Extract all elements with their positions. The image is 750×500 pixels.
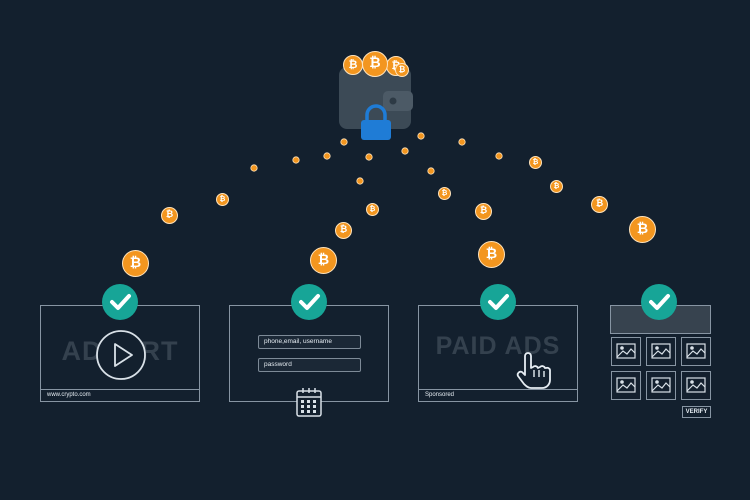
captcha-image-cell[interactable] [646,371,676,400]
image-icon [651,343,671,359]
lock-icon [361,104,391,140]
image-icon [686,343,706,359]
bitcoin-icon: ₿ [366,203,379,216]
bitcoin-icon: ₿ [438,187,451,200]
bitcoin-icon: ₿ [161,207,178,224]
bitcoin-icon: ₿ [478,241,505,268]
captcha-image-cell[interactable] [611,371,641,400]
trail-dot [458,138,466,146]
bitcoin-icon: ₿ [362,51,388,77]
trail-dot [401,147,409,155]
trail-dot [427,167,435,175]
captcha-image-cell[interactable] [646,337,676,366]
paid-ads-watermark: PAID ADS [435,332,561,360]
bitcoin-icon: ₿ [475,203,492,220]
captcha-image-cell[interactable] [611,337,641,366]
captcha-image-cell[interactable] [681,337,711,366]
play-icon[interactable] [95,329,147,381]
bitcoin-icon: ₿ [629,216,656,243]
paid-ads-panel: PAID ADS Sponsored [418,305,578,402]
image-icon [616,343,636,359]
check-icon [641,284,677,320]
bitcoin-icon: ₿ [216,193,229,206]
verify-button[interactable]: VERIFY [682,406,711,418]
bitcoin-icon: ₿ [591,196,608,213]
trail-dot [417,132,425,140]
captcha-grid [610,334,711,404]
captcha-image-cell[interactable] [681,371,711,400]
check-icon [291,284,327,320]
password-field[interactable]: password [258,358,361,372]
sponsored-label: Sponsored [419,389,577,401]
trail-dot [340,138,348,146]
bitcoin-icon: ₿ [335,222,352,239]
trail-dot [356,177,364,185]
check-icon [480,284,516,320]
wallet-icon [339,67,413,129]
trail-dot [495,152,503,160]
bitcoin-icon: ₿ [122,250,149,277]
bitcoin-icon: ₿ [343,55,363,75]
calendar-icon [296,388,322,417]
trail-dot [365,153,373,161]
bitcoin-icon: ₿ [310,247,337,274]
username-field[interactable]: phone,email, username [258,335,361,349]
bitcoin-icon: ₿ [529,156,542,169]
bitcoin-icon: ₿ [395,63,409,77]
trail-dot [250,164,258,172]
check-icon [102,284,138,320]
advert-url[interactable]: www.crypto.com [41,389,199,401]
hand-cursor-icon [516,352,551,389]
image-icon [651,377,671,393]
trail-dot [323,152,331,160]
image-icon [616,377,636,393]
image-icon [686,377,706,393]
bitcoin-icon: ₿ [550,180,563,193]
advert-panel: ADVERT www.crypto.com [40,305,200,402]
trail-dot [292,156,300,164]
